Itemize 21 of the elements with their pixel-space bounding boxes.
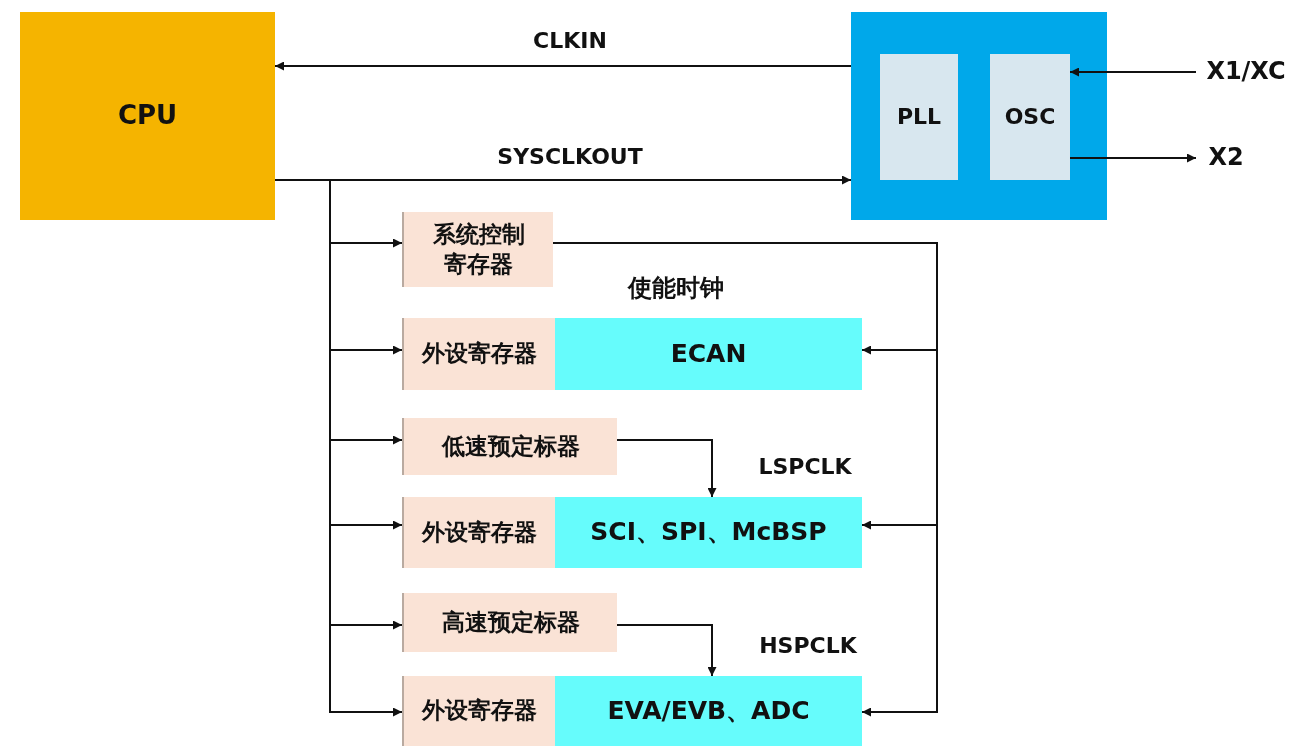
cpu-box: CPU — [20, 12, 275, 220]
arrow — [1069, 67, 1197, 77]
pin-label: X1/XC — [1196, 54, 1296, 90]
register-box: 外设寄存器 — [402, 497, 555, 568]
register-box: 外设寄存器 — [402, 676, 555, 746]
peripheral-box: ECAN — [555, 318, 862, 390]
register-box: 系统控制寄存器 — [402, 212, 553, 287]
osc-box: OSC — [990, 54, 1070, 180]
pin-label: X2 — [1196, 140, 1256, 176]
note-label: 使能时钟 — [628, 273, 724, 304]
arrow — [616, 439, 717, 498]
arrow — [274, 61, 852, 71]
peripheral-box: EVA/EVB、ADC — [555, 676, 862, 746]
prescaler-box: 高速预定标器 — [402, 593, 617, 652]
pll-box: PLL — [880, 54, 958, 180]
peripheral-box: SCI、SPI、McBSP — [555, 497, 862, 568]
prescaler-box: 低速预定标器 — [402, 418, 617, 475]
register-box: 外设寄存器 — [402, 318, 555, 390]
clock-module-box — [851, 12, 1107, 220]
arrow — [616, 624, 717, 677]
arrow — [1069, 153, 1197, 163]
